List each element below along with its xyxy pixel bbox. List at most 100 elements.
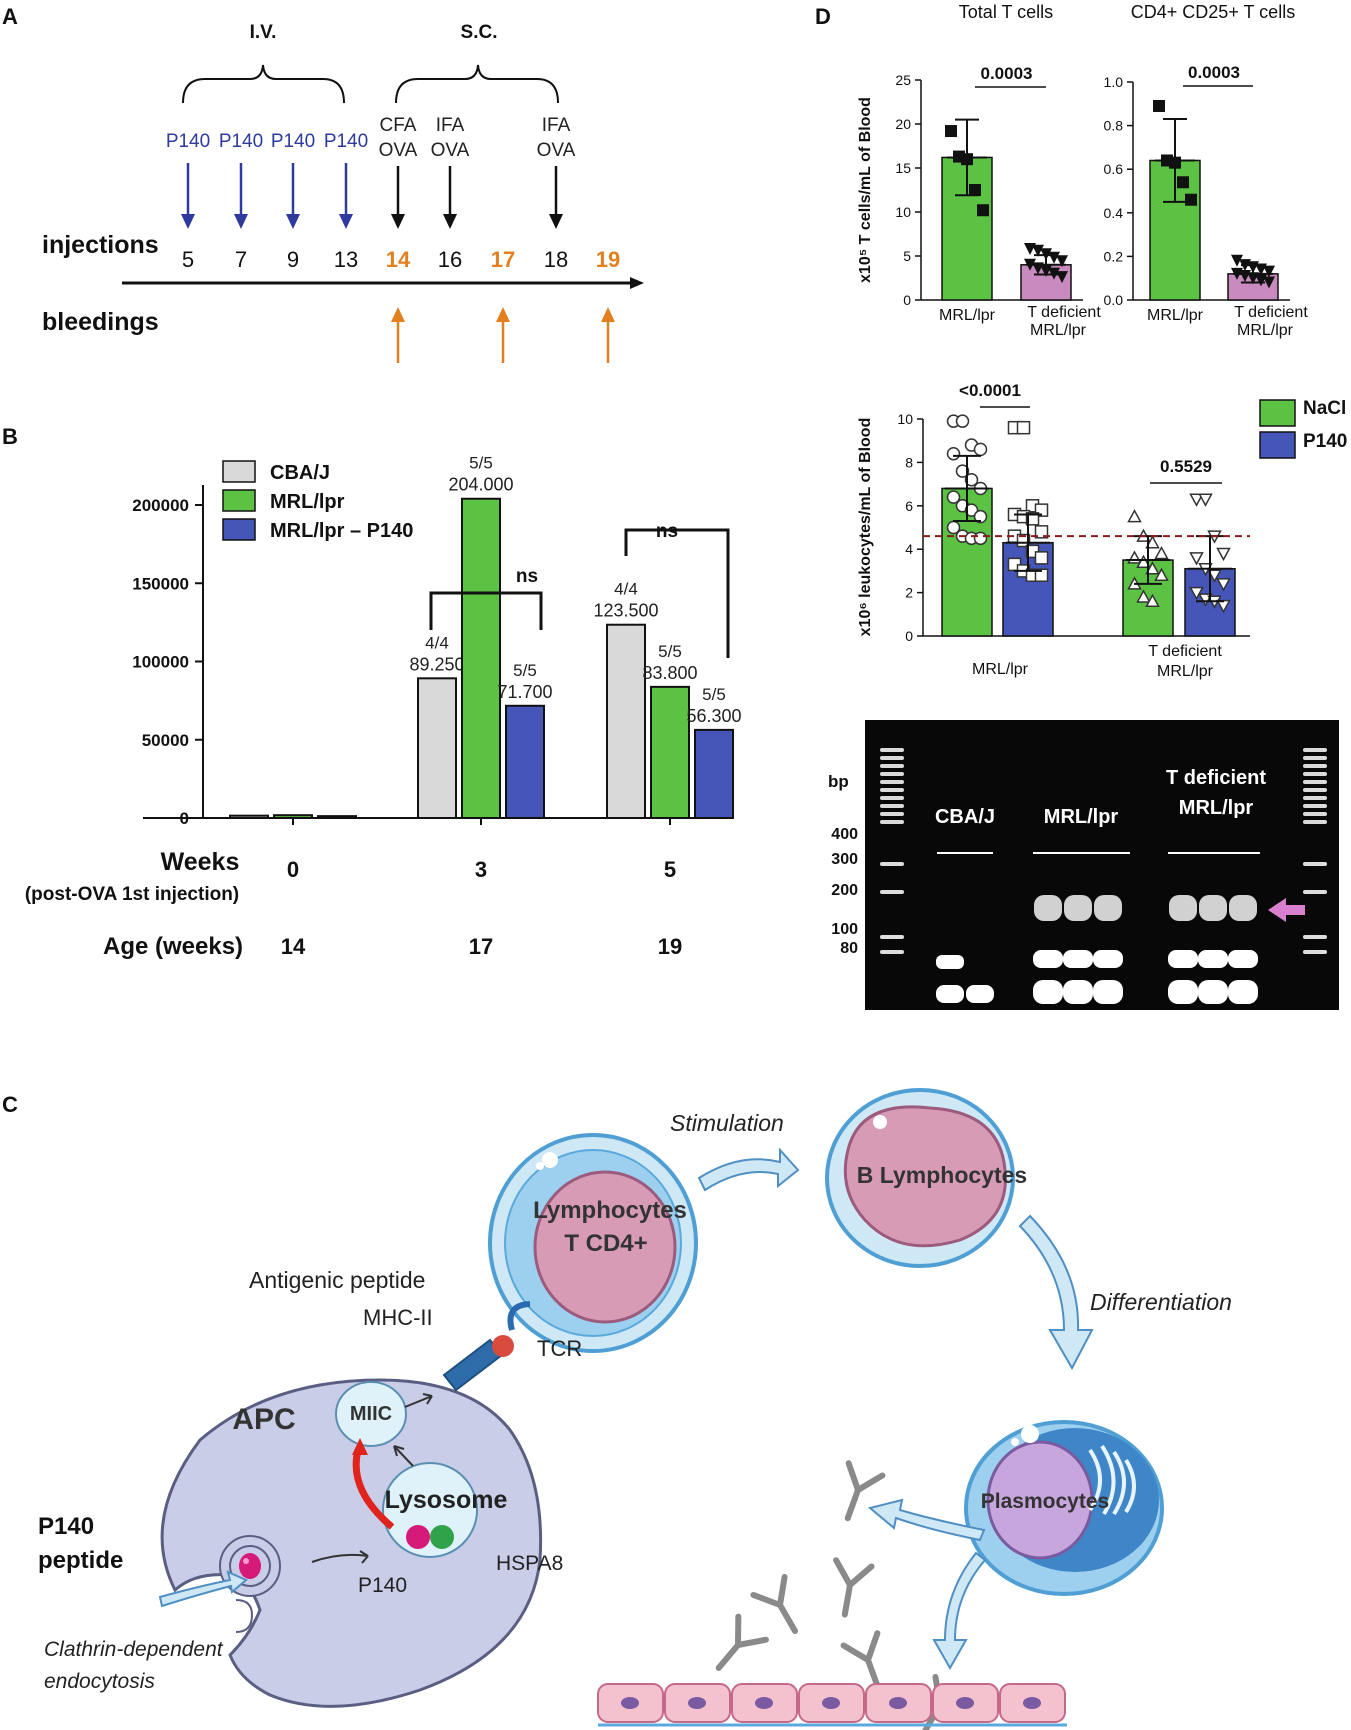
t-cell: Lymphocytes T CD4+	[488, 1133, 698, 1353]
b-ns-label: ns	[516, 566, 538, 587]
lysosome-label: Lysosome	[385, 1486, 508, 1514]
age-label: Age (weeks)	[103, 933, 243, 960]
gel-band	[966, 985, 994, 1003]
d-data-point	[1040, 248, 1052, 261]
d-pvalue: 0.0003	[981, 64, 1033, 83]
gel-ladder-band	[1303, 950, 1327, 954]
apc-label: APC	[232, 1403, 295, 1436]
d-data-point	[1145, 593, 1160, 608]
ova-arrowhead	[549, 214, 563, 229]
legend-p140: P140	[1303, 431, 1347, 452]
gel-band	[1094, 895, 1122, 921]
d-x-label: T deficient	[1027, 304, 1101, 321]
gel-size-marker: 300	[831, 851, 858, 868]
gel-ladder-band	[1303, 796, 1327, 800]
gel-band	[936, 955, 964, 969]
age-19: 19	[658, 934, 682, 959]
timeline-week: 16	[438, 247, 462, 272]
epithelial-nucleus	[889, 1697, 907, 1709]
gel-lane-tdef: T deficient	[1166, 767, 1266, 789]
d-data-point	[955, 464, 970, 478]
mhc-tcr-complex	[442, 1301, 531, 1392]
d-y-tick-label: 8	[905, 454, 913, 470]
gel-size-marker: 400	[831, 826, 858, 843]
legend-swatch-cbaj	[222, 460, 256, 483]
d-legend: NaCl P140	[1259, 398, 1347, 459]
p140-peptide-label-1: P140	[38, 1513, 94, 1540]
d-data-point	[1263, 265, 1275, 278]
sc-ova-label: OVA	[379, 140, 418, 161]
epithelial-nucleus	[956, 1697, 974, 1709]
d-y-tick-label: 5	[903, 248, 911, 264]
gel-lane-mrl: MRL/lpr	[1044, 806, 1119, 828]
gel-band	[936, 985, 964, 1003]
d-data-point	[1154, 567, 1169, 581]
epithelial-nucleus	[688, 1697, 706, 1709]
timeline-week: 7	[235, 247, 247, 272]
d-data-point	[964, 473, 979, 487]
differentiation-arrow	[1018, 1214, 1094, 1371]
gel-ladder-band	[1303, 780, 1327, 784]
d-data-point	[1048, 251, 1060, 264]
timeline-week: 19	[596, 247, 620, 272]
gel-ladder-band	[880, 772, 904, 776]
p140-injection-label: P140	[166, 131, 210, 152]
stimulation-arrow	[697, 1147, 800, 1192]
d-data-point	[946, 490, 961, 504]
weeks-label: Weeks	[161, 848, 240, 876]
p140-small-label: P140	[358, 1574, 407, 1597]
p140-injection-label: P140	[219, 131, 263, 152]
recycling-arrowhead	[352, 1438, 368, 1455]
p140-arrowhead	[181, 214, 195, 229]
d-pvalue: 0.0003	[1188, 63, 1240, 82]
d-data-point	[1136, 554, 1151, 568]
d-data-point	[1034, 568, 1049, 582]
d-leuk-ylabel: x10⁶ leukocytes/mL of Blood	[857, 418, 874, 637]
plasmocyte: Plasmocytes	[964, 1420, 1164, 1596]
gel-ladder-band	[880, 950, 904, 954]
b-bar-label-value: 83.800	[642, 663, 697, 683]
iv-brace	[182, 64, 345, 104]
b-legend: CBA/J MRL/lpr MRL/lpr – P140	[222, 460, 413, 542]
gel-ladder-band	[880, 764, 904, 768]
d-x-label: T deficient	[1234, 304, 1308, 321]
recycling-arrow	[352, 1449, 395, 1530]
d-x-label: MRL/lpr	[972, 661, 1029, 678]
gel-ladder-band	[1303, 862, 1327, 866]
d-data-point	[1024, 258, 1036, 271]
b-bar	[606, 623, 646, 819]
d-y-tick-label: 10	[897, 411, 913, 427]
timeline-week: 13	[334, 247, 358, 272]
d-data-point	[1189, 586, 1204, 601]
b-bar	[417, 677, 457, 819]
b-y-tick-label: 200000	[132, 496, 189, 515]
epithelial-nucleus	[621, 1697, 639, 1709]
hspa8-label: HSPA8	[496, 1552, 563, 1575]
d-data-point	[1016, 420, 1031, 435]
gel-ladder-band	[880, 820, 904, 824]
legend-swatch-nacl	[1259, 399, 1296, 427]
gel-band	[1199, 895, 1227, 921]
d-data-point	[1207, 569, 1222, 583]
legend-mrl-p140: MRL/lpr – P140	[270, 520, 413, 542]
d-data-point	[1136, 589, 1151, 603]
b-bar-label-value: 204.000	[448, 475, 513, 495]
bleeding-arrowhead	[391, 307, 405, 322]
d-y-tick-label: 1.0	[1104, 74, 1124, 90]
d-data-point	[1145, 535, 1160, 549]
p140-peptide-label-2: peptide	[38, 1547, 123, 1574]
gel-ladder-band	[1303, 812, 1327, 816]
b-y-tick-label: 100000	[132, 653, 189, 672]
d-data-point	[1216, 578, 1231, 592]
d-data-point	[977, 204, 989, 217]
b-bar-label-ratio: 5/5	[469, 454, 493, 473]
gel-band	[1168, 950, 1198, 968]
p140-injection-label: P140	[324, 131, 368, 152]
d-chart-title: CD4+ CD25+ T cells	[1131, 2, 1295, 22]
timeline-week: 5	[182, 247, 194, 272]
sc-adjuvant-label: IFA	[436, 115, 465, 136]
gel-lane-cbaj: CBA/J	[935, 806, 995, 828]
epithelial-nucleus	[1023, 1697, 1041, 1709]
